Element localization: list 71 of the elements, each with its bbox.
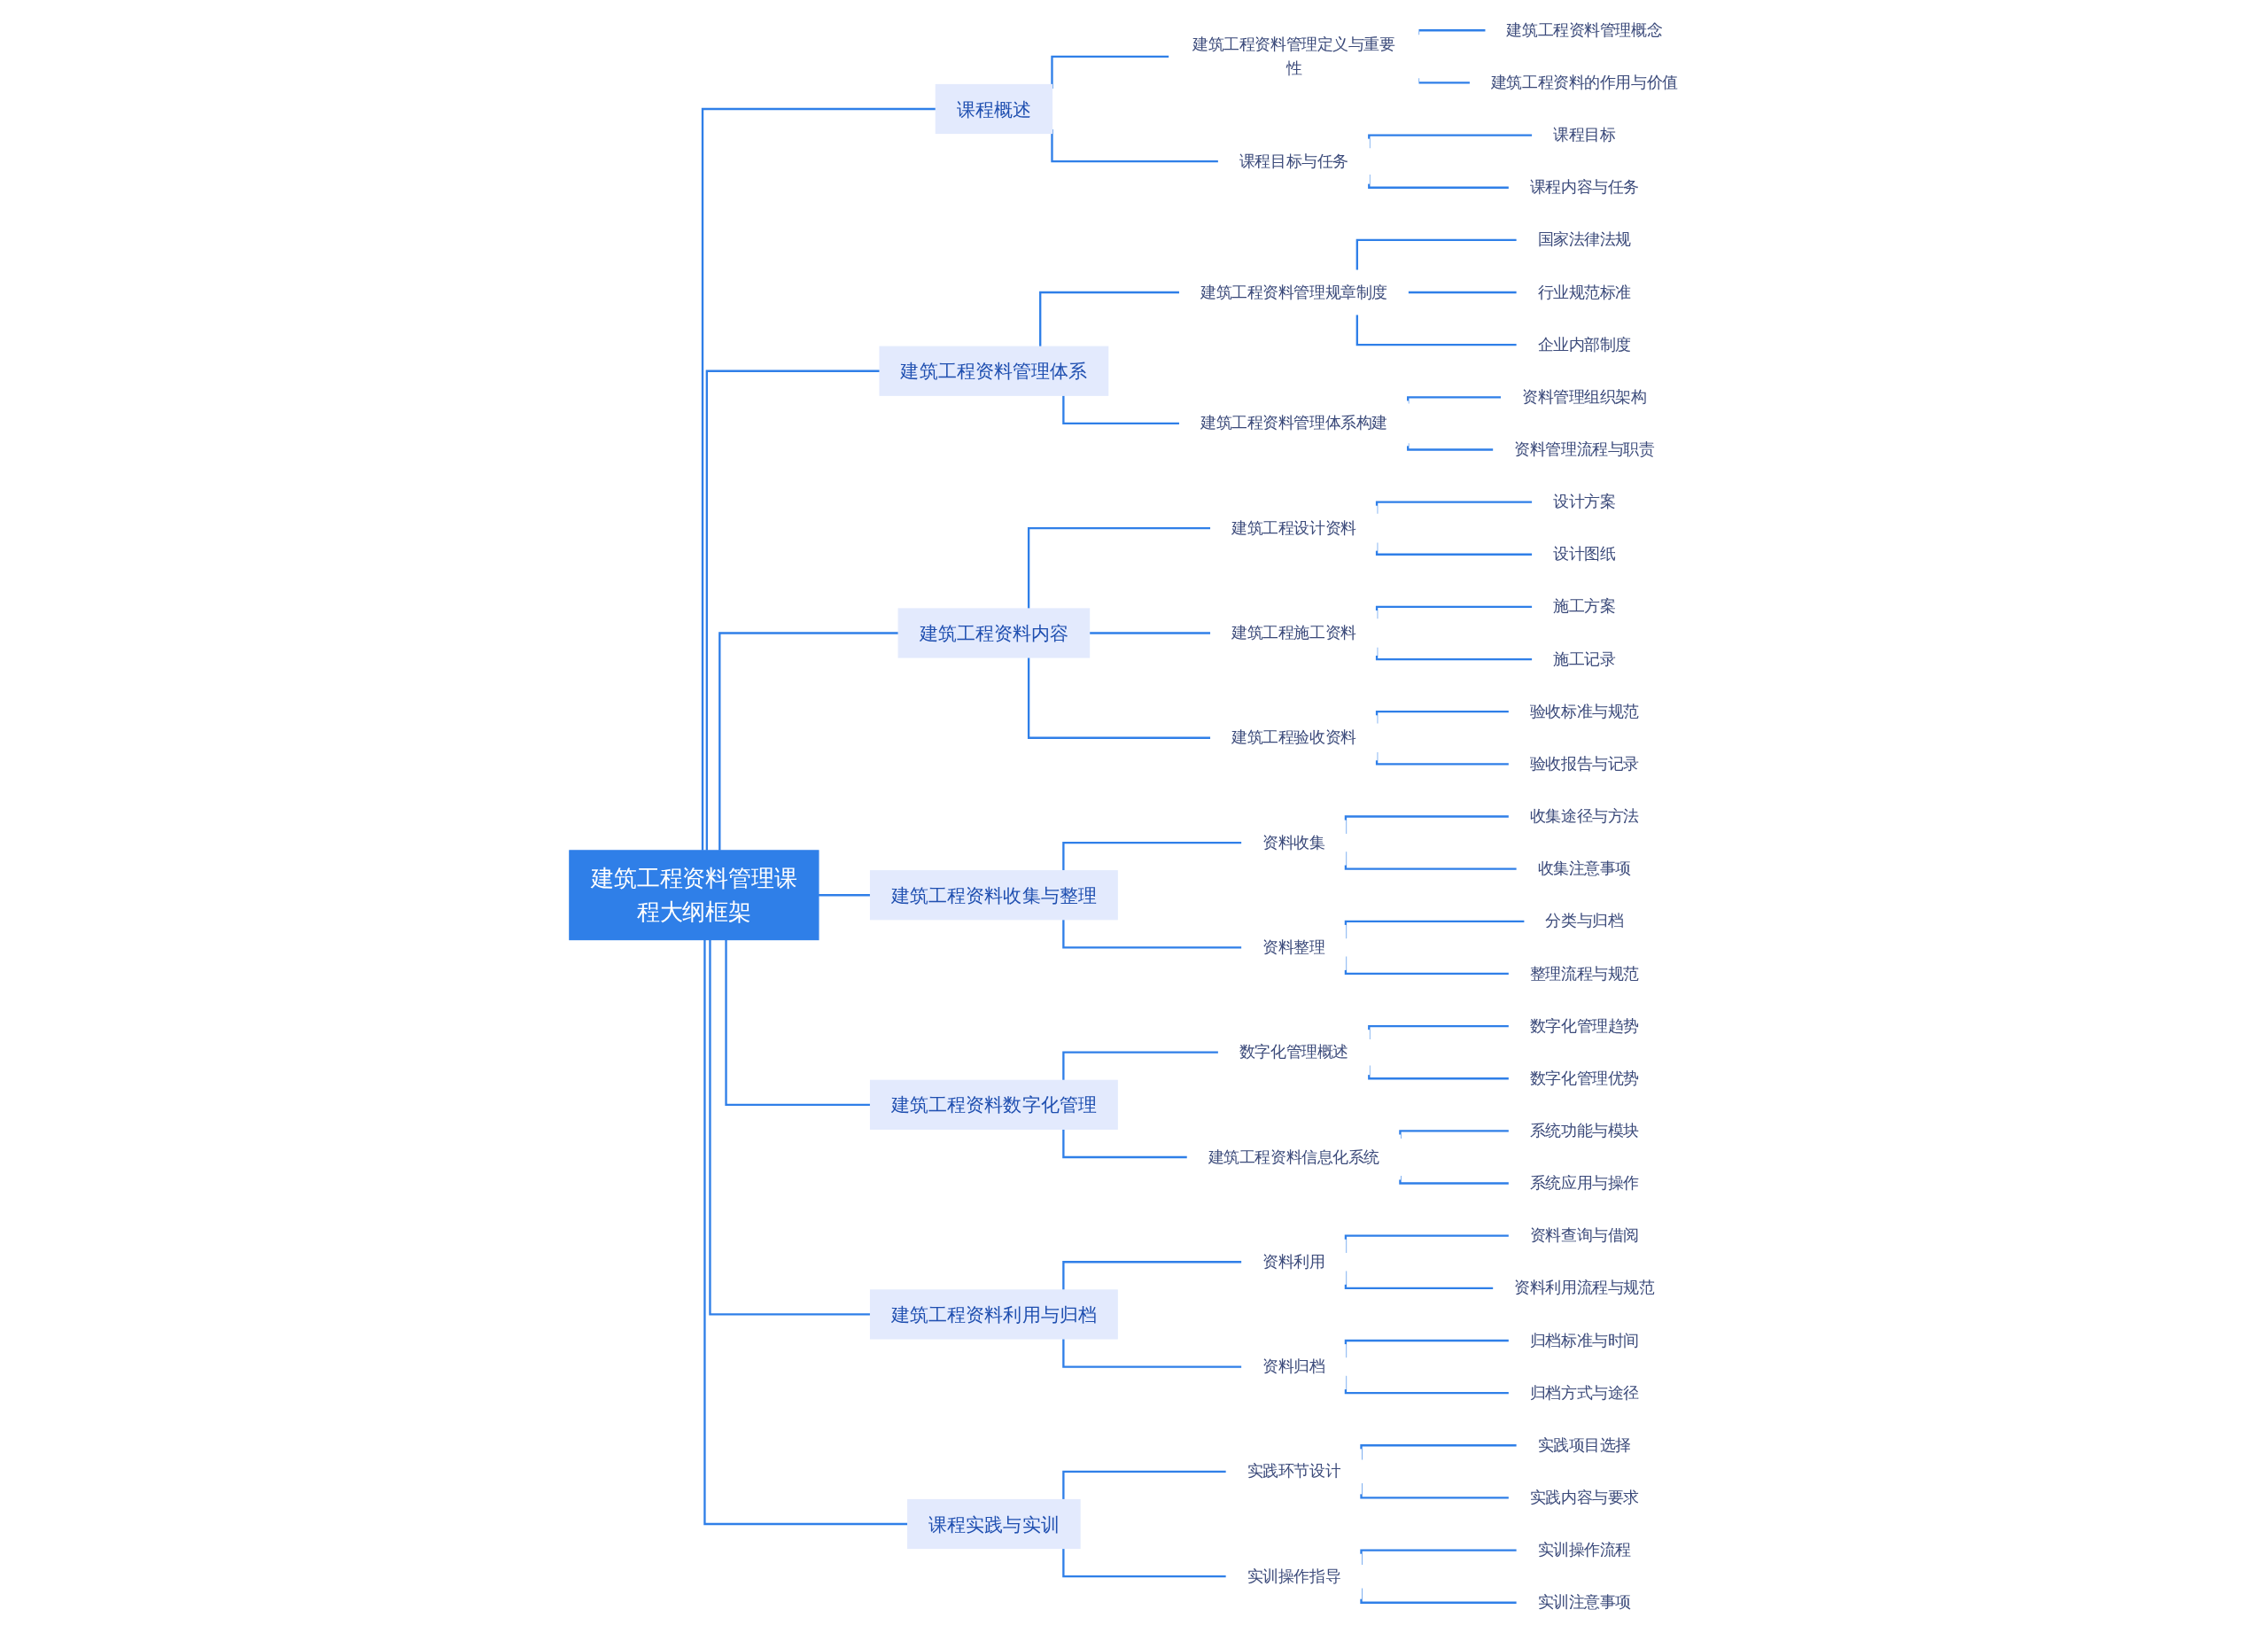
node-text: 设计方案 bbox=[1553, 492, 1616, 511]
node-text: 收集注意事项 bbox=[1537, 859, 1632, 878]
connector bbox=[725, 939, 871, 1106]
connector bbox=[705, 369, 881, 851]
connector bbox=[1039, 291, 1180, 347]
node-text: 建筑工程验收资料 bbox=[1231, 727, 1356, 748]
connector bbox=[701, 107, 936, 851]
node-text: 建筑工程施工资料 bbox=[1231, 623, 1356, 642]
connector bbox=[1062, 919, 1242, 949]
connector bbox=[1062, 1051, 1219, 1081]
connector bbox=[1027, 527, 1211, 609]
node-text: 国家法律法规 bbox=[1537, 230, 1632, 250]
node-text: 数字化管理概述 bbox=[1239, 1042, 1348, 1061]
node-box: 建筑工程资料利用与归档 bbox=[869, 1289, 1118, 1340]
node-box: 建筑工程资料管理体系 bbox=[879, 346, 1109, 396]
node-text: 课程目标与任务 bbox=[1239, 152, 1348, 171]
node-box: 建筑工程资料收集与整理 bbox=[869, 870, 1118, 921]
node-text: 建筑工程资料的作用与价值 bbox=[1490, 73, 1678, 92]
node-text: 建筑工程资料管理体系构建 bbox=[1200, 414, 1387, 433]
node-text: 课程目标 bbox=[1553, 125, 1616, 144]
node-text: 建筑工程资料管理概念 bbox=[1506, 20, 1663, 40]
node-box: 建筑工程资料内容 bbox=[897, 608, 1091, 658]
node-text: 设计图纸 bbox=[1553, 544, 1616, 564]
node-text: 数字化管理优势 bbox=[1529, 1069, 1639, 1088]
connector bbox=[1062, 1548, 1227, 1578]
node-text: 课程内容与任务 bbox=[1529, 177, 1639, 197]
connector bbox=[1407, 443, 1494, 451]
node-text: 资料查询与借阅 bbox=[1529, 1225, 1639, 1245]
node-text: 验收报告与记录 bbox=[1529, 754, 1639, 774]
node-box: 建筑工程资料管理课程大纲框架 bbox=[569, 850, 819, 941]
node-text: 归档标准与时间 bbox=[1529, 1331, 1639, 1350]
node-text: 行业规范标准 bbox=[1537, 283, 1632, 302]
node-text: 分类与归档 bbox=[1545, 911, 1624, 931]
connector bbox=[718, 632, 899, 851]
node-text: 建筑工程设计资料 bbox=[1231, 518, 1356, 538]
node-text: 收集途径与方法 bbox=[1529, 806, 1639, 826]
connector bbox=[1062, 1470, 1227, 1500]
connector bbox=[1062, 1338, 1242, 1368]
node-text: 数字化管理趋势 bbox=[1529, 1016, 1639, 1036]
node-text: 实践内容与要求 bbox=[1529, 1488, 1639, 1507]
node-text: 验收标准与规范 bbox=[1529, 702, 1639, 721]
connector bbox=[709, 939, 871, 1316]
node-text: 建筑工程资料管理定义与重要性 bbox=[1192, 35, 1395, 78]
connector bbox=[1062, 1129, 1188, 1159]
node-text: 归档方式与途径 bbox=[1529, 1383, 1639, 1403]
connector bbox=[1062, 1261, 1242, 1290]
node-box: 建筑工程资料数字化管理 bbox=[869, 1079, 1118, 1130]
node-text: 整理流程与规范 bbox=[1529, 964, 1639, 984]
connector bbox=[1062, 841, 1242, 871]
node-text: 实践项目选择 bbox=[1537, 1435, 1632, 1455]
connector bbox=[1355, 238, 1518, 271]
node-text: 建筑工程资料信息化系统 bbox=[1208, 1147, 1380, 1167]
node-text: 系统功能与模块 bbox=[1529, 1121, 1639, 1140]
node-box: 课程概述 bbox=[935, 83, 1053, 135]
node-text: 企业内部制度 bbox=[1537, 335, 1632, 354]
node-box: 课程实践与实训 bbox=[907, 1498, 1081, 1550]
connector bbox=[1399, 1175, 1510, 1185]
node-text: 施工方案 bbox=[1553, 597, 1616, 617]
connector bbox=[1062, 395, 1180, 425]
connector bbox=[703, 939, 908, 1526]
node-text: 实训操作流程 bbox=[1537, 1540, 1632, 1559]
connector bbox=[1399, 1130, 1510, 1139]
node-text: 建筑工程资料管理规章制度 bbox=[1200, 283, 1387, 302]
node-text: 实训注意事项 bbox=[1537, 1592, 1632, 1612]
node-text: 资料利用流程与规范 bbox=[1514, 1279, 1655, 1298]
node-text: 资料管理组织架构 bbox=[1522, 387, 1647, 407]
connector bbox=[1027, 657, 1211, 739]
node-text: 系统应用与操作 bbox=[1529, 1173, 1639, 1193]
node-text: 资料管理流程与职责 bbox=[1514, 439, 1655, 459]
connector bbox=[1355, 314, 1518, 346]
node-text: 施工记录 bbox=[1553, 649, 1616, 669]
